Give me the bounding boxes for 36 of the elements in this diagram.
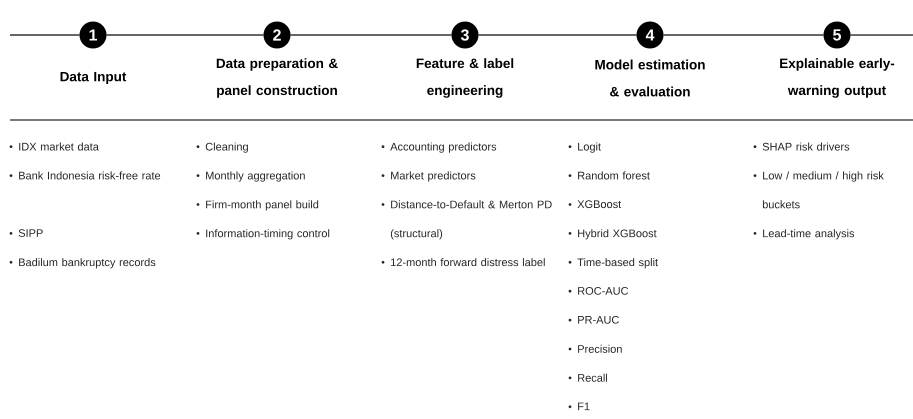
bullet-item: Bank Indonesia risk-free rate [10, 171, 160, 180]
bullet-item: Cleaning [196, 142, 248, 153]
bullet-item: Low / medium / high risk buckets [754, 171, 884, 208]
bullet-item: SIPP [10, 229, 43, 237]
column-heading: Data preparation & panel construction [216, 58, 338, 98]
bullet-item: Random forest [568, 171, 650, 180]
bullet-item: Badilum bankruptcy records [10, 258, 156, 268]
timeline-line [664, 34, 824, 36]
bullet-item: F1 [568, 402, 590, 410]
column-heading: Model estimation & evaluation [595, 60, 705, 96]
bullet-item: Precision [568, 344, 622, 353]
timeline-line [10, 34, 80, 36]
bullet-item: Recall [568, 374, 608, 382]
column-heading: Explainable early-warning output [780, 58, 894, 98]
bullet-item: Time-based split [568, 258, 658, 268]
bullet-item: SHAP risk drivers [754, 142, 850, 151]
bullet-item: ROC-AUC [568, 287, 628, 295]
timeline-line [478, 34, 636, 36]
bullet-item: 12-month forward distress label [382, 258, 545, 266]
bullet-item: Logit [568, 142, 601, 153]
bullet-item: Firm-month panel build [196, 200, 318, 211]
bullet-item: Market predictors [382, 171, 476, 182]
timeline-line [106, 34, 264, 36]
bullet-item: Monthly aggregation [196, 171, 305, 182]
bullet-item: Hybrid XGBoost [568, 229, 657, 240]
column-heading: Feature & label engineering [416, 58, 514, 98]
bullet-item: Accounting predictors [382, 142, 496, 153]
bullet-item: XGBoost [568, 200, 622, 208]
bullet-item: Distance-to-Default & Merton PD (structural) [382, 200, 552, 240]
timeline-line [290, 34, 452, 36]
bullet-item: Lead-time analysis [754, 229, 854, 240]
column-heading: Data Input [60, 72, 126, 84]
bullet-item: PR-AUC [568, 316, 619, 324]
bullet-item: Information-timing control [196, 229, 330, 240]
bullet-item: IDX market data [10, 142, 99, 151]
timeline-line [850, 34, 913, 36]
